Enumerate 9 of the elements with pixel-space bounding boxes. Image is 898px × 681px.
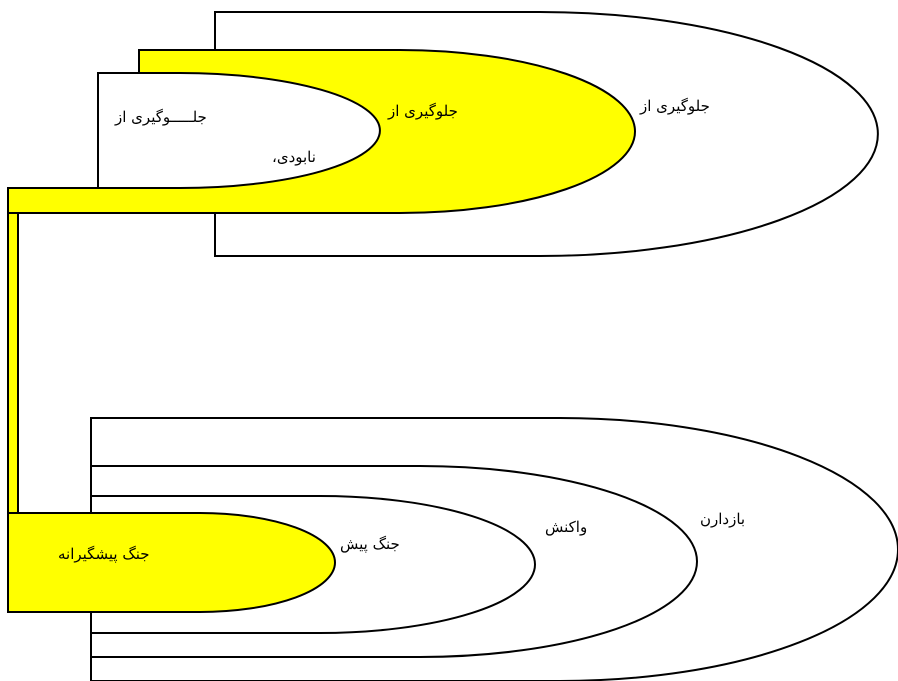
shape-label: نابودی،	[272, 148, 316, 166]
shape-label: جلوگیری از	[640, 97, 710, 115]
shape-label: واکنش	[545, 518, 588, 536]
shape-label: جلوگیری از	[388, 102, 458, 120]
shape-label: بازدارن	[700, 510, 746, 528]
shape-label: جنگ پیش	[340, 535, 400, 553]
shape-label: جنگ پیشگیرانه	[58, 545, 150, 563]
connector-bar	[7, 212, 19, 514]
shape-label: جلـــــوگیری از	[115, 108, 207, 126]
